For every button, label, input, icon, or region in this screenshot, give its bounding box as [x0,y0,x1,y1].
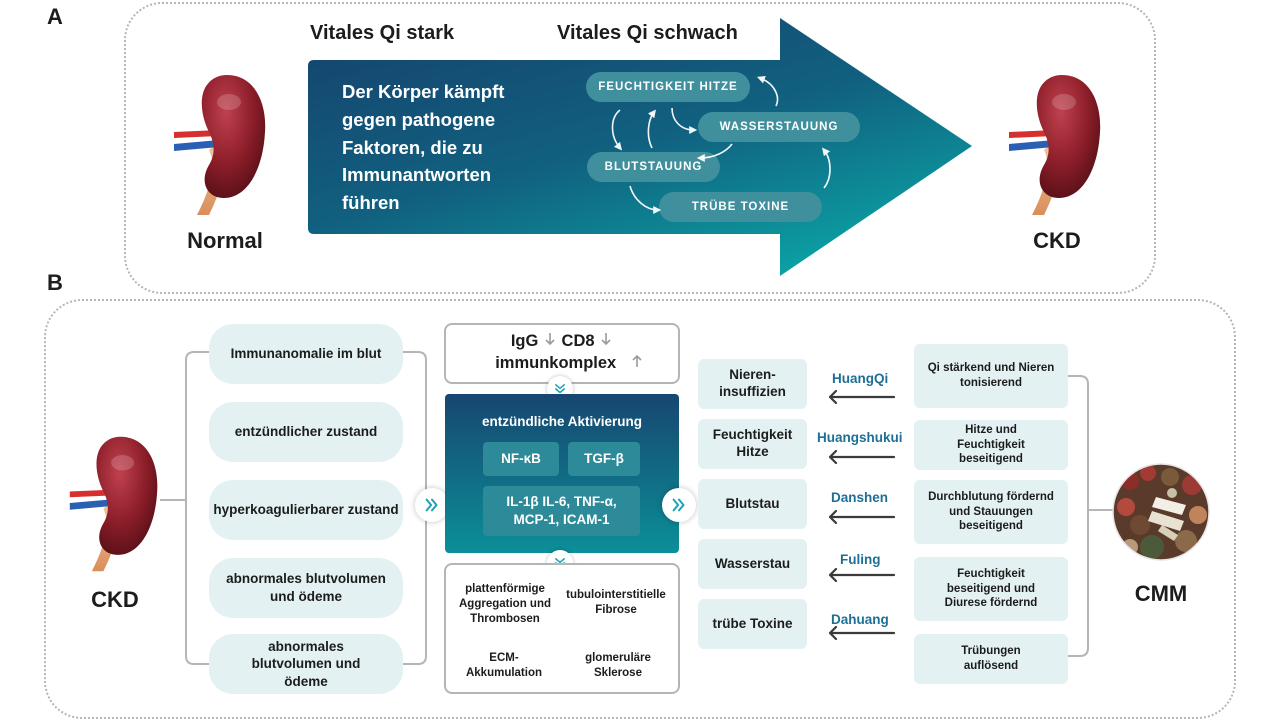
normal-caption: Normal [187,228,263,253]
herb-huangqi: HuangQi [832,371,889,386]
symptom-blutvolumen-2: abnormales blutvolumen und ödeme [209,634,403,694]
tgfb-box: TGF-β [568,442,640,476]
cytokines-box: IL-1β IL-6, TNF-α, MCP-1, ICAM-1 [483,486,640,536]
condition-feuchtigkeit-hitze: Feuchtigkeit Hitze [698,419,807,469]
panel-b-frame [44,299,1236,719]
ckd-caption-a: CKD [1033,228,1081,253]
panel-b-label: B [47,270,63,295]
nfkb-box: NF-κB [483,442,559,476]
panel-a-label: A [47,4,63,29]
symptom-immunanomalie: Immunanomalie im blut [209,324,403,384]
herb-huangshukui: Huangshukui [817,430,903,445]
outcome-ecm: ECM-Akkumulation [465,652,543,679]
kidney-icon [174,75,266,215]
cmm-caption: CMM [1134,581,1188,606]
herb-danshen: Danshen [831,490,889,505]
herb-fuling: Fuling [840,552,881,567]
chevron-right-icon [415,488,449,522]
cycle-pill-truebe-toxine: TRÜBE TOXINE [659,192,822,222]
ckd-caption-b: CKD [91,587,139,612]
symptom-blutvolumen: abnormales blutvolumen und ödeme [209,558,403,618]
condition-truebe-toxine: trübe Toxine [698,599,807,649]
condition-niereninsuffizienz: Nieren-insuffizien [698,359,807,409]
arrow-left-icon [828,389,896,641]
immunkomplex-label: immunkomplex [495,354,617,373]
action-durchblutung: Durchblutung fördernd und Stauungen bese… [914,480,1068,544]
chevron-right-icon [662,488,696,522]
arrow-up-icon [621,352,643,374]
symptom-entzuendlich: entzündlicher zustand [209,402,403,462]
outcome-sklerose: glomeruläre Sklerose [585,652,651,679]
arrow-text: Der Körper kämpft gegen pathogene Faktor… [342,81,505,213]
cd8-label: CD8 [561,332,595,350]
condition-blutstau: Blutstau [698,479,807,529]
action-hitze-feuchtigkeit: Hitze und Feuchtigkeit beseitigend [914,420,1068,470]
action-diurese: Feuchtigkeit beseitigend und Diurese för… [914,557,1068,621]
cycle-pill-wasserstauung: WASSERSTAUUNG [698,112,860,142]
kidney-icon [69,436,158,572]
qi-strong-label: Vitales Qi stark [310,22,455,44]
cycle-pill-feuchtigkeit-hitze: FEUCHTIGKEIT HITZE [586,72,750,102]
condition-wasserstau: Wasserstau [698,539,807,589]
qi-weak-label: Vitales Qi schwach [557,22,738,44]
herb-dahuang: Dahuang [831,612,889,627]
herb-photo-icon [1112,463,1210,561]
outcome-aggregation: plattenförmige Aggregation und Thrombose… [459,583,551,625]
immune-box [444,323,680,384]
action-truebungen: Trübungen auflösend [914,634,1068,684]
outcomes-box [444,563,680,694]
symptom-hyperkoagulierbar: hyperkoagulierbarer zustand [209,480,403,540]
kidney-icon [1009,75,1101,215]
panel-a-frame [124,2,1156,294]
immune-text: IgG CD8 immunkomplex [444,330,680,375]
action-qi-staerkend: Qi stärkend und Nieren tonisierend [914,344,1068,408]
outcome-fibrose: tubulointerstitielle Fibrose [566,589,666,616]
arrow-down-icon [599,330,613,352]
igg-label: IgG [510,332,539,350]
activation-title: entzündliche Aktivierung [481,414,643,429]
arrow-down-icon [543,330,557,352]
action-bracket [1068,375,1114,657]
cycle-arrow-icon [611,75,831,214]
